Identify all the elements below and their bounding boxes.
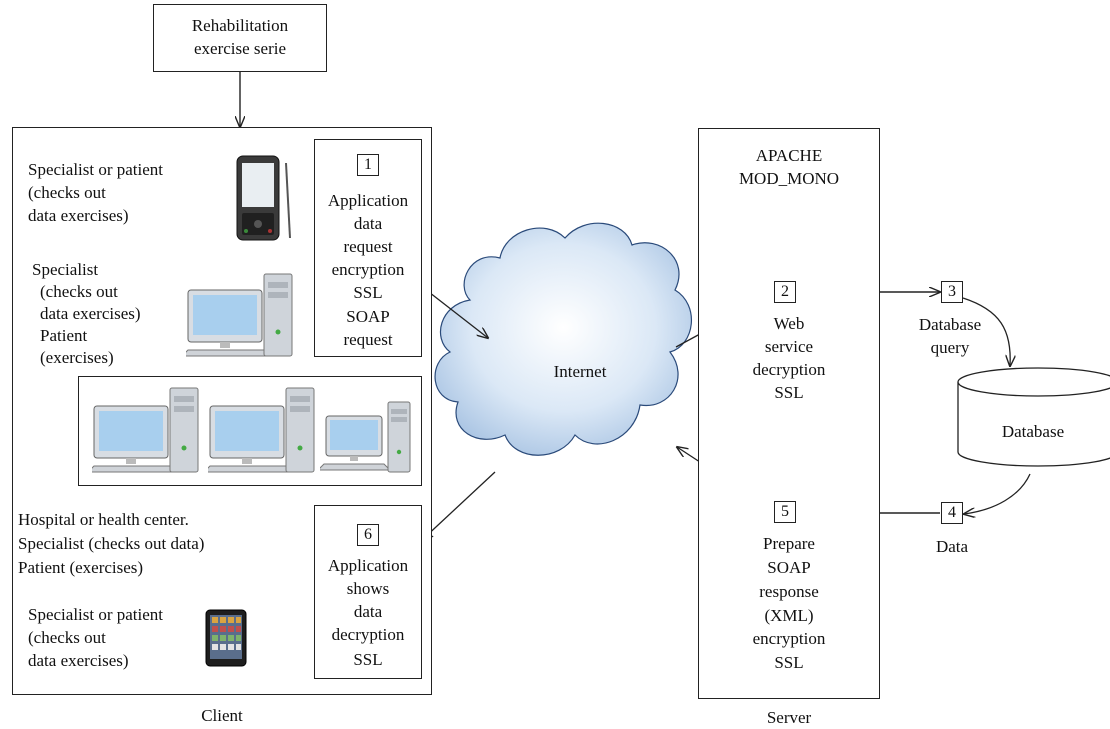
step6-line: Application <box>327 556 409 575</box>
step2-number: 2 <box>774 281 796 303</box>
step5-line: encryption <box>752 629 826 648</box>
arrow-client-to-internet <box>424 288 488 338</box>
smartphone-text-line: data exercises) <box>28 206 129 225</box>
tablet-text-line: (checks out <box>28 628 106 647</box>
desktop-computer-icon <box>186 273 293 357</box>
step1-line: SSL <box>353 283 383 302</box>
server-title-line2: MOD_MONO <box>738 169 840 188</box>
step2-line: Web <box>773 314 805 333</box>
step2-line: SSL <box>774 383 804 402</box>
server-title-line1: APACHE <box>755 146 823 165</box>
server-box <box>698 128 880 699</box>
desktop-text-line: Specialist <box>32 260 99 279</box>
desktop-computer-icon <box>208 387 315 473</box>
tablet-text-line: Specialist or patient <box>28 605 164 624</box>
desktop-computer-icon <box>320 401 411 473</box>
step5-line: response <box>759 582 819 601</box>
rehabilitation-box <box>153 4 327 72</box>
desktop-computer-icon <box>92 387 199 473</box>
internet-label: Internet <box>553 362 607 381</box>
step5-line: SSL <box>774 653 804 672</box>
step5-number: 5 <box>774 501 796 523</box>
step3-line: query <box>930 338 970 357</box>
client-caption: Client <box>201 706 243 725</box>
step3-number: 3 <box>941 281 963 303</box>
step4-label: Data <box>935 537 969 556</box>
smartphone-text-line: Specialist or patient <box>28 160 164 179</box>
step6-line: shows <box>346 579 390 598</box>
desktop-text-line: (checks out <box>40 282 118 301</box>
step1-number: 1 <box>357 154 379 176</box>
tablet-text-line: data exercises) <box>28 651 129 670</box>
step4-number: 4 <box>941 502 963 524</box>
step1-line: SOAP <box>346 307 390 326</box>
step6-line: SSL <box>353 650 383 669</box>
arrow-database-to-step4 <box>964 473 1031 514</box>
step1-line: request <box>343 237 393 256</box>
arrow-step3-to-database <box>962 297 1010 366</box>
tablet-icon <box>205 609 247 667</box>
hospital-text-line: Specialist (checks out data) <box>18 534 205 553</box>
database-label: Database <box>1001 422 1065 441</box>
step6-line: data <box>353 602 383 621</box>
step1-line: request <box>343 330 393 349</box>
desktop-text-line: (exercises) <box>40 348 114 367</box>
internet-cloud <box>434 222 692 456</box>
rehabilitation-line1: Rehabilitation <box>191 16 289 35</box>
hospital-text-line: Hospital or health center. <box>18 510 189 529</box>
desktop-text-line: data exercises) <box>40 304 141 323</box>
step2-line: decryption <box>752 360 826 379</box>
step3-line: Database <box>918 315 982 334</box>
step6-number: 6 <box>357 524 379 546</box>
database-cylinder <box>957 367 1110 467</box>
step1-line: encryption <box>331 260 405 279</box>
step6-line: decryption <box>331 625 405 644</box>
step1-line: Application <box>327 191 409 210</box>
hospital-text-line: Patient (exercises) <box>18 558 144 577</box>
arrow-internet-to-client <box>422 471 496 540</box>
step5-line: SOAP <box>767 558 811 577</box>
rehabilitation-line2: exercise serie <box>193 39 287 58</box>
step2-line: service <box>764 337 814 356</box>
step1-line: data <box>353 214 383 233</box>
smartphone-text-line: (checks out <box>28 183 106 202</box>
server-caption: Server <box>766 708 812 727</box>
desktop-text-line: Patient <box>40 326 88 345</box>
step5-line: (XML) <box>764 606 814 625</box>
step5-line: Prepare <box>763 534 815 553</box>
smartphone-icon <box>236 155 291 241</box>
